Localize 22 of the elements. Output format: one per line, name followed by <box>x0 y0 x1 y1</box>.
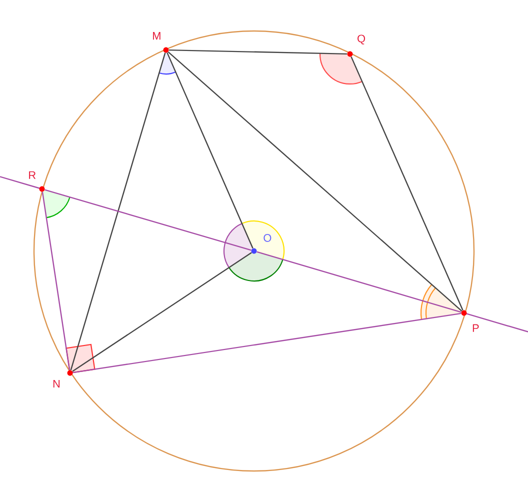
point: N <box>53 370 73 388</box>
segment <box>72 312 462 374</box>
point: O <box>251 234 272 254</box>
node-label: M <box>153 32 160 40</box>
segment <box>70 52 166 370</box>
node-label: P <box>472 324 479 332</box>
point: Q <box>347 34 366 57</box>
segment <box>168 49 348 55</box>
segment <box>256 251 462 313</box>
node-label: Q <box>358 34 366 44</box>
segment <box>44 189 252 251</box>
node-label: N <box>53 380 60 388</box>
node-label: R <box>29 171 36 179</box>
point: R <box>29 171 45 192</box>
segment <box>72 252 252 372</box>
node-label: O <box>264 234 272 242</box>
segment <box>350 56 464 311</box>
segment <box>168 51 462 312</box>
point: P <box>461 310 479 332</box>
segment <box>42 192 70 370</box>
point: M <box>153 32 169 53</box>
segment <box>166 52 254 249</box>
